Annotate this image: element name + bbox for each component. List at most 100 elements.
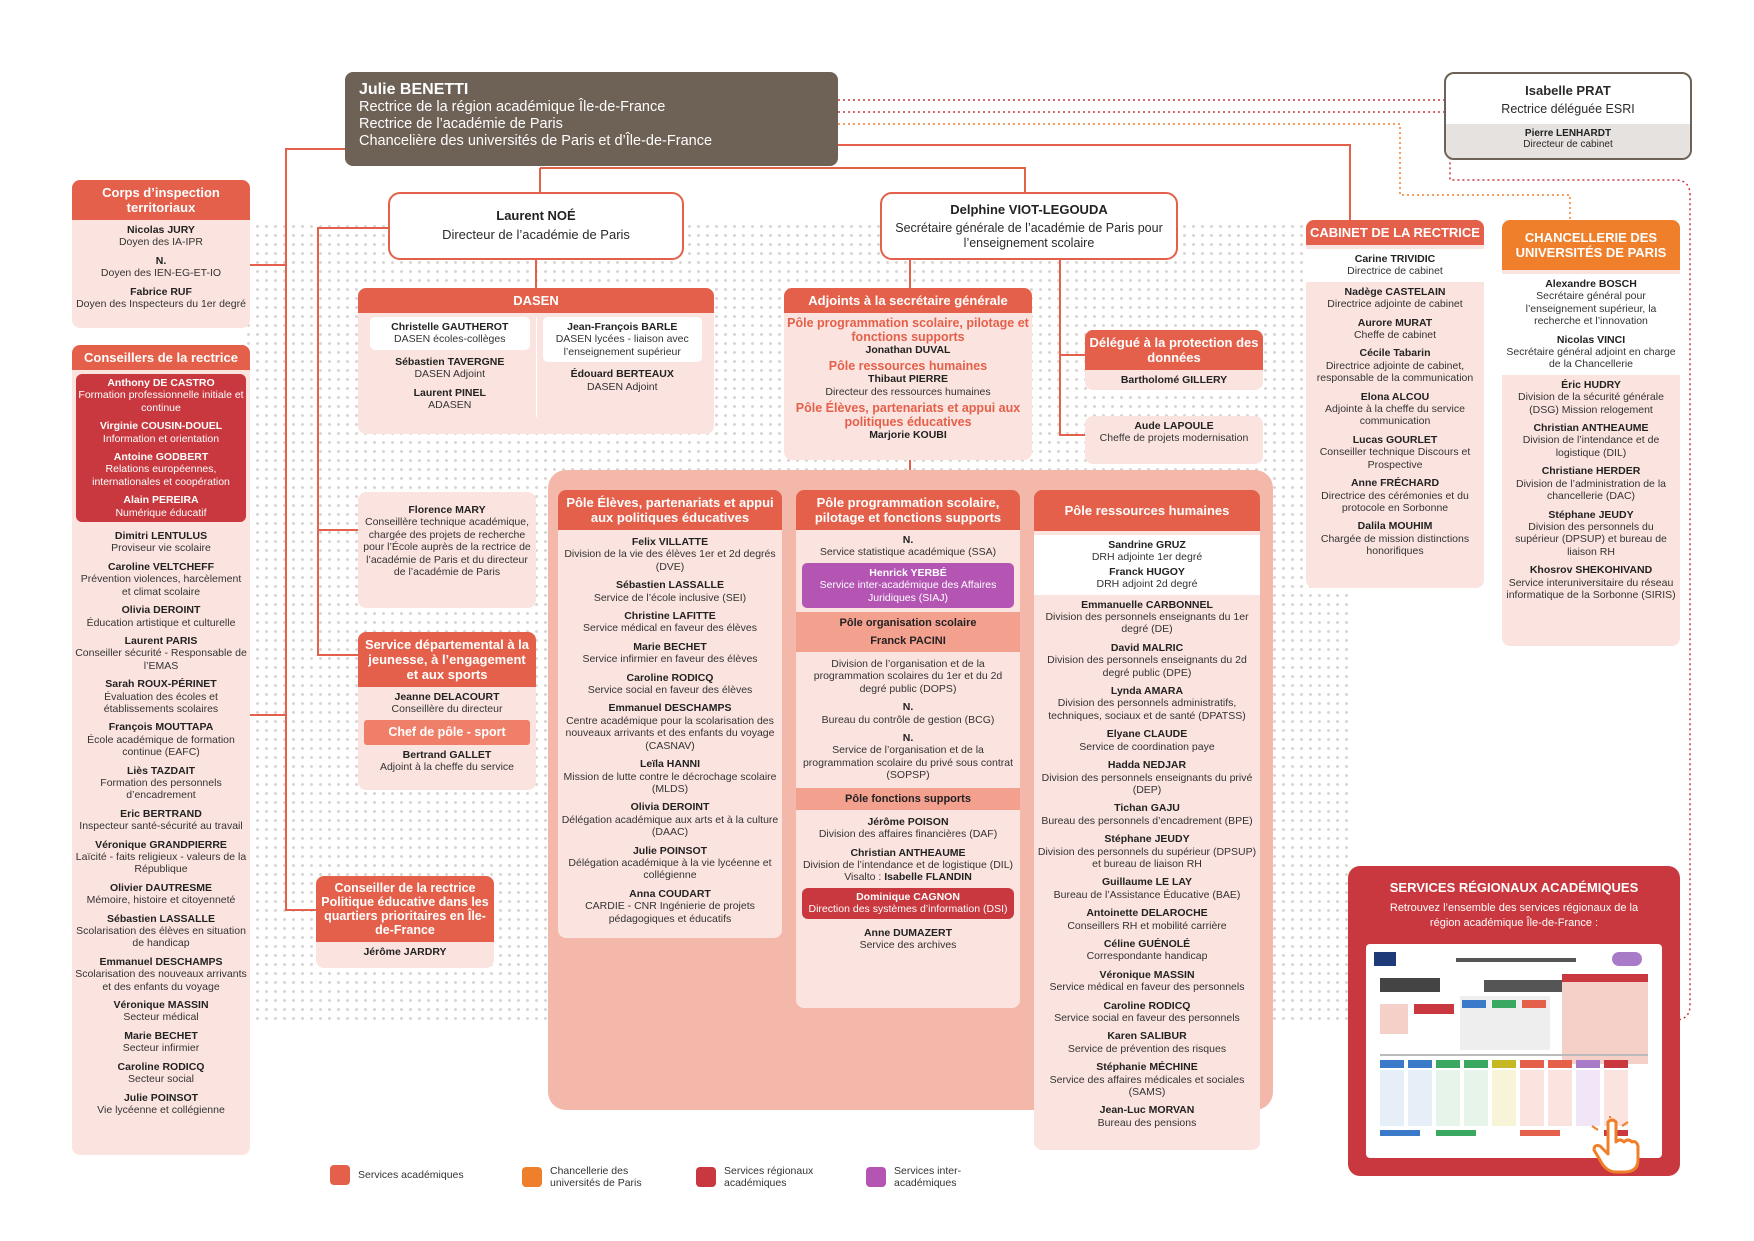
- dpo-card: Délégué à la protection des données Bart…: [1085, 330, 1263, 390]
- sg-role: Secrétaire générale de l’académie de Par…: [895, 221, 1163, 250]
- list-item: N.Doyen des IEN-EG-ET-IO: [100, 254, 222, 280]
- qpv-card: Conseiller de la rectrice Politique éduc…: [316, 876, 494, 968]
- list-item: Division de l’organisation et de la prog…: [813, 658, 1003, 695]
- services-regionaux-card: SERVICES RÉGIONAUX ACADÉMIQUES Retrouvez…: [1348, 866, 1680, 1176]
- legend-item-inter-academiques: Services inter-académiques: [866, 1165, 994, 1189]
- regionaux-text: Retrouvez l’ensemble des services région…: [1389, 902, 1639, 929]
- esri-name: Isabelle PRAT: [1525, 83, 1611, 98]
- esri-role: Rectrice déléguée ESRI: [1501, 102, 1635, 116]
- rectrice-role-3: Chancelière des universités de Paris et …: [359, 133, 713, 149]
- list-item: N.Bureau du contrôle de gestion (BCG): [821, 701, 995, 726]
- legend-swatch: [330, 1165, 350, 1185]
- rectrice-role-2: Rectrice de l’académie de Paris: [359, 116, 563, 132]
- legend-swatch: [696, 1167, 716, 1187]
- list-item: N.Service statistique académique (SSA): [819, 534, 997, 559]
- list-item: Pôle programmation scolaire, pilotage et…: [787, 316, 1029, 356]
- mary-role: Conseillère technique académique, chargé…: [363, 516, 531, 579]
- corps-inspection-card: Corps d’inspection territoriaux Nicolas …: [72, 180, 250, 328]
- dasen-title: DASEN: [358, 288, 714, 313]
- dpo-name: Bartholomé GILLERY: [1120, 374, 1228, 386]
- conseillers-title: Conseillers de la rectrice: [72, 345, 250, 370]
- archives-name: Anne DUMAZERT: [863, 926, 953, 939]
- lapoule-card: Aude LAPOULE Cheffe de projets modernisa…: [1085, 416, 1263, 464]
- mary-name: Florence MARY: [408, 504, 486, 516]
- sg-name: Delphine VIOT-LEGOUDA: [950, 202, 1108, 217]
- directeur-box: Laurent NOÉ Directeur de l’académie de P…: [388, 192, 684, 260]
- sdjes-sub-title: Chef de pôle - sport: [364, 719, 530, 745]
- legend-swatch: [522, 1167, 542, 1187]
- rectrice-box: Julie BENETTI Rectrice de la région acad…: [345, 72, 838, 166]
- org-chart-thumbnail-icon: [1374, 952, 1648, 1136]
- list-item: Pôle Élèves, partenariats et appui aux p…: [795, 401, 1021, 442]
- qpv-name: Jérôme JARDRY: [363, 946, 447, 958]
- conseillers-card: Conseillers de la rectrice Anthony DE CA…: [72, 345, 250, 1155]
- lapoule-name: Aude LAPOULE: [1134, 420, 1214, 432]
- legend-item-chancellerie: Chancellerie des universités de Paris: [522, 1165, 650, 1189]
- pole-programmation-card: Pôle programmation scolaire, pilotage et…: [796, 490, 1020, 1008]
- dpo-title: Délégué à la protection des données: [1085, 330, 1263, 370]
- mary-card: Florence MARY Conseillère technique acad…: [358, 492, 536, 608]
- rectrice-role-1: Rectrice de la région académique Île-de-…: [359, 99, 666, 115]
- chancellerie-card: CHANCELLERIE DES UNIVERSITÉS DE PARIS Al…: [1502, 220, 1680, 646]
- directeur-role: Directeur de l’académie de Paris: [442, 227, 630, 242]
